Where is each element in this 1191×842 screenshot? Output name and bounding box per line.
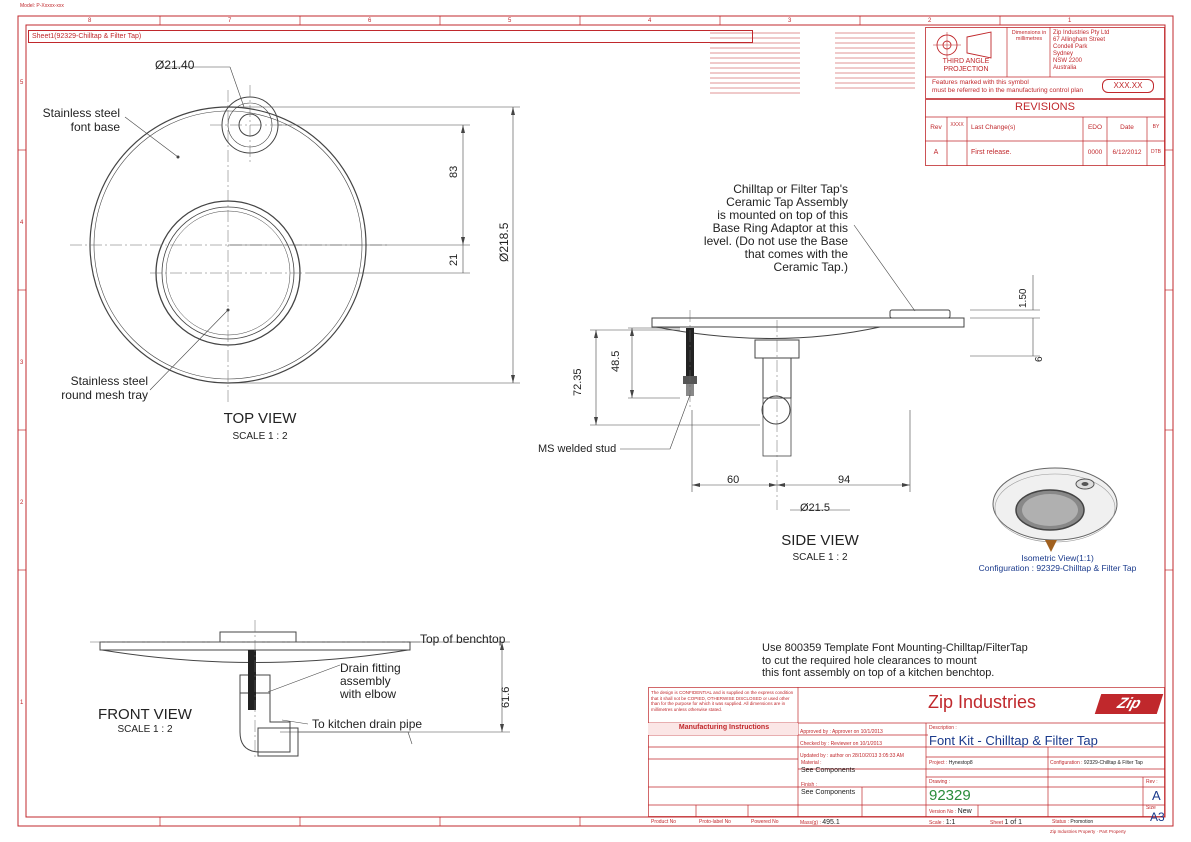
rev-value: A <box>1152 788 1161 803</box>
top-view-drawing <box>70 66 520 405</box>
rev-header: Rev <box>930 124 942 131</box>
company-name: Zip Industries <box>928 692 1037 712</box>
description: Font Kit - Chilltap & Filter Tap <box>929 733 1098 748</box>
zone-label: 1 <box>1068 18 1072 24</box>
dim-61-6: 61.6 <box>500 686 512 708</box>
dim-72-35: 72.35 <box>572 368 584 396</box>
title-block <box>648 687 1165 817</box>
revisions-title: REVISIONS <box>1015 101 1075 113</box>
front-view-scale: SCALE 1 : 2 <box>117 724 173 735</box>
rev-cell: First release. <box>971 149 1012 156</box>
zone-label: 3 <box>788 18 792 24</box>
status-label: Status : Promotion <box>1052 819 1094 825</box>
rev-header: Last Change(s) <box>971 124 1016 131</box>
dim-83: 83 <box>448 165 460 178</box>
zone-label: 4 <box>648 18 652 24</box>
zone-label: 8 <box>88 18 92 24</box>
dim-48-5: 48.5 <box>610 350 622 372</box>
rev-header: EDO <box>1087 124 1103 131</box>
rev-label: Rev : <box>1146 779 1158 785</box>
side-view-scale: SCALE 1 : 2 <box>792 552 848 563</box>
dim-hole-diameter: Ø21.40 <box>155 58 195 72</box>
rev-cell: DTB <box>1151 149 1161 155</box>
drawing-label: Drawing : <box>929 779 951 785</box>
tolerance-block <box>710 32 915 94</box>
rev-header: BY <box>1152 124 1160 130</box>
header-block <box>925 27 1165 99</box>
zone-label: 3 <box>20 360 24 366</box>
zone-label: 6 <box>368 18 372 24</box>
dim-outer-diameter: Ø218.5 <box>497 222 511 262</box>
rev-cell: A <box>933 149 939 156</box>
mass-label: Mass(g) : 495.1 <box>800 819 840 826</box>
finish: See Components <box>801 789 856 796</box>
footnote: Powered No <box>751 819 779 825</box>
front-view-drawing <box>90 620 510 760</box>
description-label: Description : <box>929 725 957 731</box>
approvals: Approved by : Approver on 10/1/2013 Chec… <box>800 729 904 759</box>
zone-label: 7 <box>228 18 232 24</box>
size-value: A3 <box>1150 810 1165 824</box>
rev-header: XXXX <box>950 122 964 128</box>
size-label: Size <box>1146 805 1156 811</box>
top-view-scale: SCALE 1 : 2 <box>232 431 288 442</box>
benchtop-label: Top of benchtop <box>420 632 506 646</box>
zone-label: 5 <box>508 18 512 24</box>
zone-label: 2 <box>928 18 932 24</box>
drawing-number: 92329 <box>929 787 971 804</box>
side-note: Chilltap or Filter Tap's Ceramic Tap Ass… <box>703 182 848 274</box>
finish-label: Finish : <box>801 782 818 788</box>
ownership: Zip Industries Property · Part Property <box>1050 829 1126 834</box>
footnote: Proto-label No <box>699 819 731 825</box>
revisions-table <box>925 99 1165 166</box>
stud-label: MS welded stud <box>538 443 617 455</box>
company-address: Zip Industries Pty Ltd 67 Allingham Stre… <box>1053 30 1110 71</box>
dim-6: 6 <box>1034 356 1045 362</box>
front-view-title: FRONT VIEW <box>98 706 192 723</box>
project-label: Project : Hynestop8 <box>929 760 973 766</box>
side-view-drawing <box>590 224 1040 511</box>
footnote: Product No <box>651 819 677 825</box>
sheet-label: Sheet1(92329-Chilltap & Filter Tap) <box>28 30 753 43</box>
version-label: Version No : New <box>929 808 972 815</box>
dim-60: 60 <box>727 474 740 486</box>
rev-cell: 6/12/2012 <box>1112 149 1142 156</box>
mfg-header: Manufacturing Instructions <box>678 724 770 731</box>
confidential-note: The design is CONFIDENTIAL and is suppli… <box>651 690 794 712</box>
isometric-view <box>992 467 1118 552</box>
feature-symbol: XXX.XX <box>1102 79 1154 93</box>
material-label: Material : <box>801 760 822 766</box>
drain-pipe-label: To kitchen drain pipe <box>312 717 423 731</box>
dim-stem-diameter: Ø21.5 <box>800 502 830 514</box>
dim-21: 21 <box>448 253 460 266</box>
zip-logo: Zip <box>1094 694 1164 714</box>
corner-note: Model: P-Xxxxx-xxx <box>20 3 64 9</box>
dim-94: 94 <box>838 474 851 486</box>
rev-header: Date <box>1120 124 1134 131</box>
zone-label: 2 <box>20 500 24 506</box>
zone-label: 1 <box>20 700 24 706</box>
isometric-caption: Isometric View(1:1)Configuration : 92329… <box>978 553 1137 573</box>
top-view-title: TOP VIEW <box>223 410 297 427</box>
third-angle-projection-icon <box>933 31 992 59</box>
sheet-count: Sheet 1 of 1 <box>990 819 1022 826</box>
template-note: Use 800359 Template Font Mounting-Chillt… <box>762 642 1028 679</box>
zone-label: 5 <box>20 80 24 86</box>
side-view-title: SIDE VIEW <box>781 532 859 549</box>
rev-cell: 0000 <box>1087 149 1103 156</box>
material: See Components <box>801 767 856 774</box>
dim-1-50: 1.50 <box>1018 288 1029 308</box>
scale-label: Scale : 1:1 <box>929 819 956 826</box>
configuration-label: Configuration : 92329-Chilltap & Filter … <box>1050 760 1143 766</box>
zone-label: 4 <box>20 220 24 226</box>
